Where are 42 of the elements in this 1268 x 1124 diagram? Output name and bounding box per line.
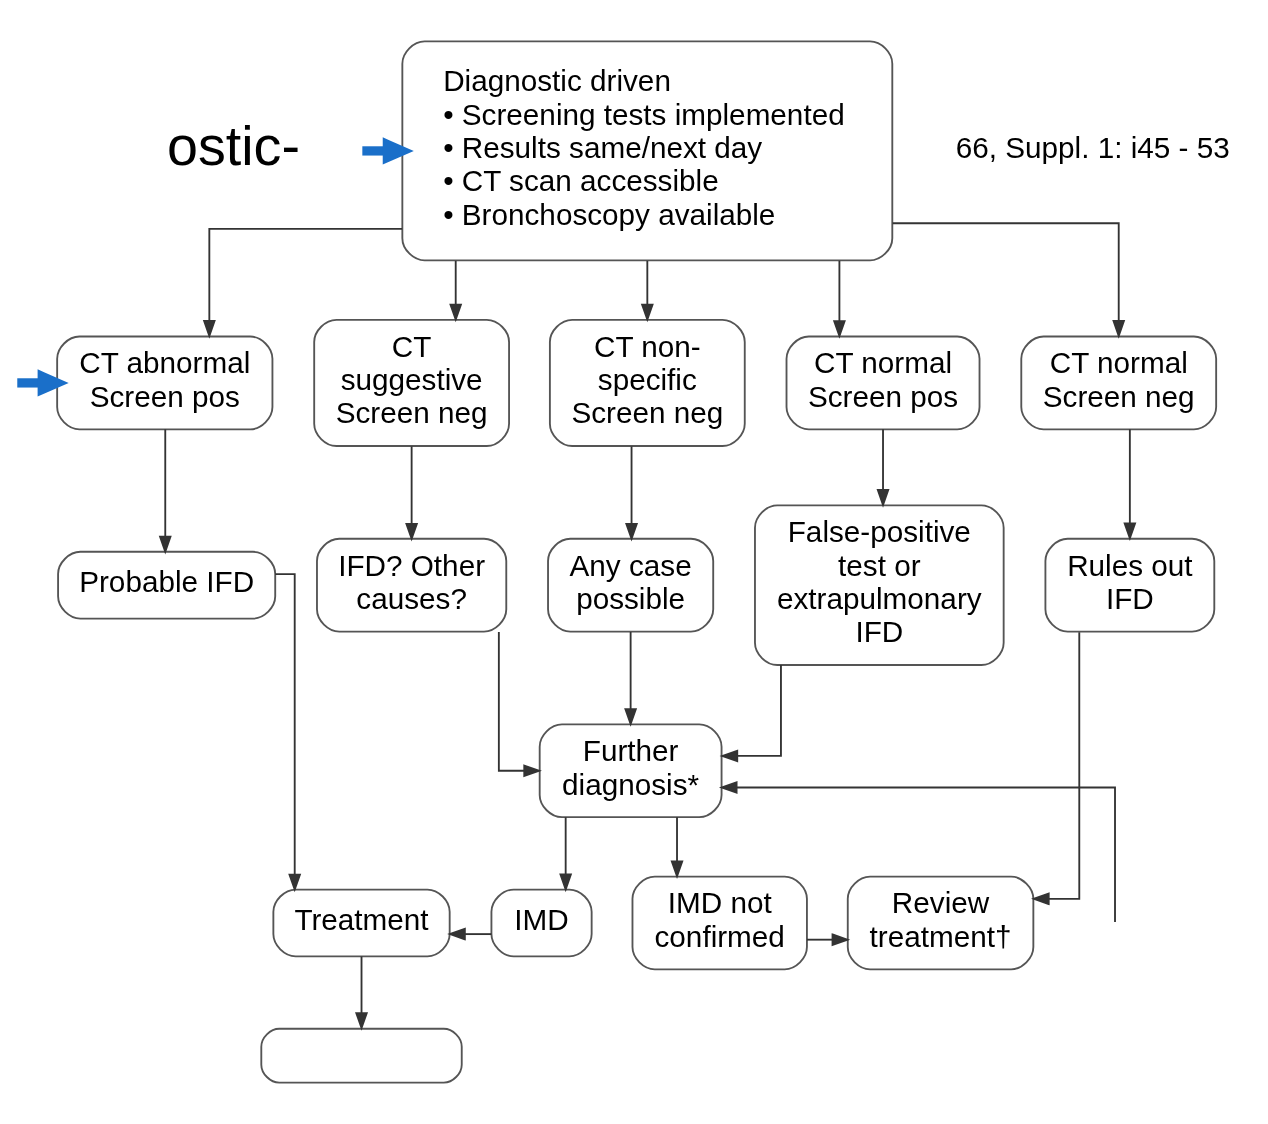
arrow: [1031, 631, 1081, 906]
arrow: [832, 259, 846, 339]
arrow: [719, 664, 782, 763]
arrow: [497, 631, 542, 778]
node-box: Any case possible: [547, 537, 715, 633]
arrow: [447, 927, 493, 941]
node-box: CT non-specific Screen neg: [548, 318, 746, 447]
arrow: [449, 259, 463, 323]
arrow: [559, 816, 573, 893]
node-box: Diagnostic driven • Screening tests implemented • Results same/next day • CT scan accessible • Bronchoscopy available: [401, 40, 894, 262]
arrow: [624, 631, 638, 727]
arrow: [362, 137, 414, 165]
node-box: Rules out IFD: [1044, 537, 1216, 633]
arrow: [718, 780, 1116, 924]
node-box: IFD? Other causes?: [316, 537, 508, 633]
node-box: Probable IFD: [57, 550, 277, 620]
arrow: [806, 933, 851, 947]
arrow: [625, 445, 639, 542]
arrow: [202, 227, 403, 339]
label: ostic-: [166, 114, 300, 177]
node-box: Treatment: [272, 888, 451, 958]
arrow: [405, 445, 419, 542]
label: 66, Suppl. 1: i45 - 53: [955, 130, 1230, 164]
node-box: CT abnormal Screen pos: [56, 335, 274, 431]
arrow: [158, 428, 172, 555]
node-box: Further diagnosis*: [538, 723, 723, 819]
arrow: [355, 955, 369, 1031]
node-box: IMD not confirmed: [631, 875, 808, 971]
arrow: [17, 369, 69, 397]
arrow: [876, 428, 890, 508]
node-box: [260, 1027, 463, 1084]
node-box: Review treatment†: [846, 875, 1035, 971]
node-box: False-positive test or extrapulmonary IFD: [754, 504, 1005, 666]
arrow: [640, 259, 654, 323]
node-box: CT suggestive Screen neg: [313, 318, 510, 447]
node-box: IMD: [490, 888, 593, 958]
arrow: [891, 222, 1126, 339]
arrow: [1123, 428, 1137, 542]
node-box: CT normal Screen pos: [785, 335, 981, 431]
arrow: [670, 816, 684, 880]
node-box: CT normal Screen neg: [1020, 335, 1218, 431]
arrow: [274, 573, 302, 893]
